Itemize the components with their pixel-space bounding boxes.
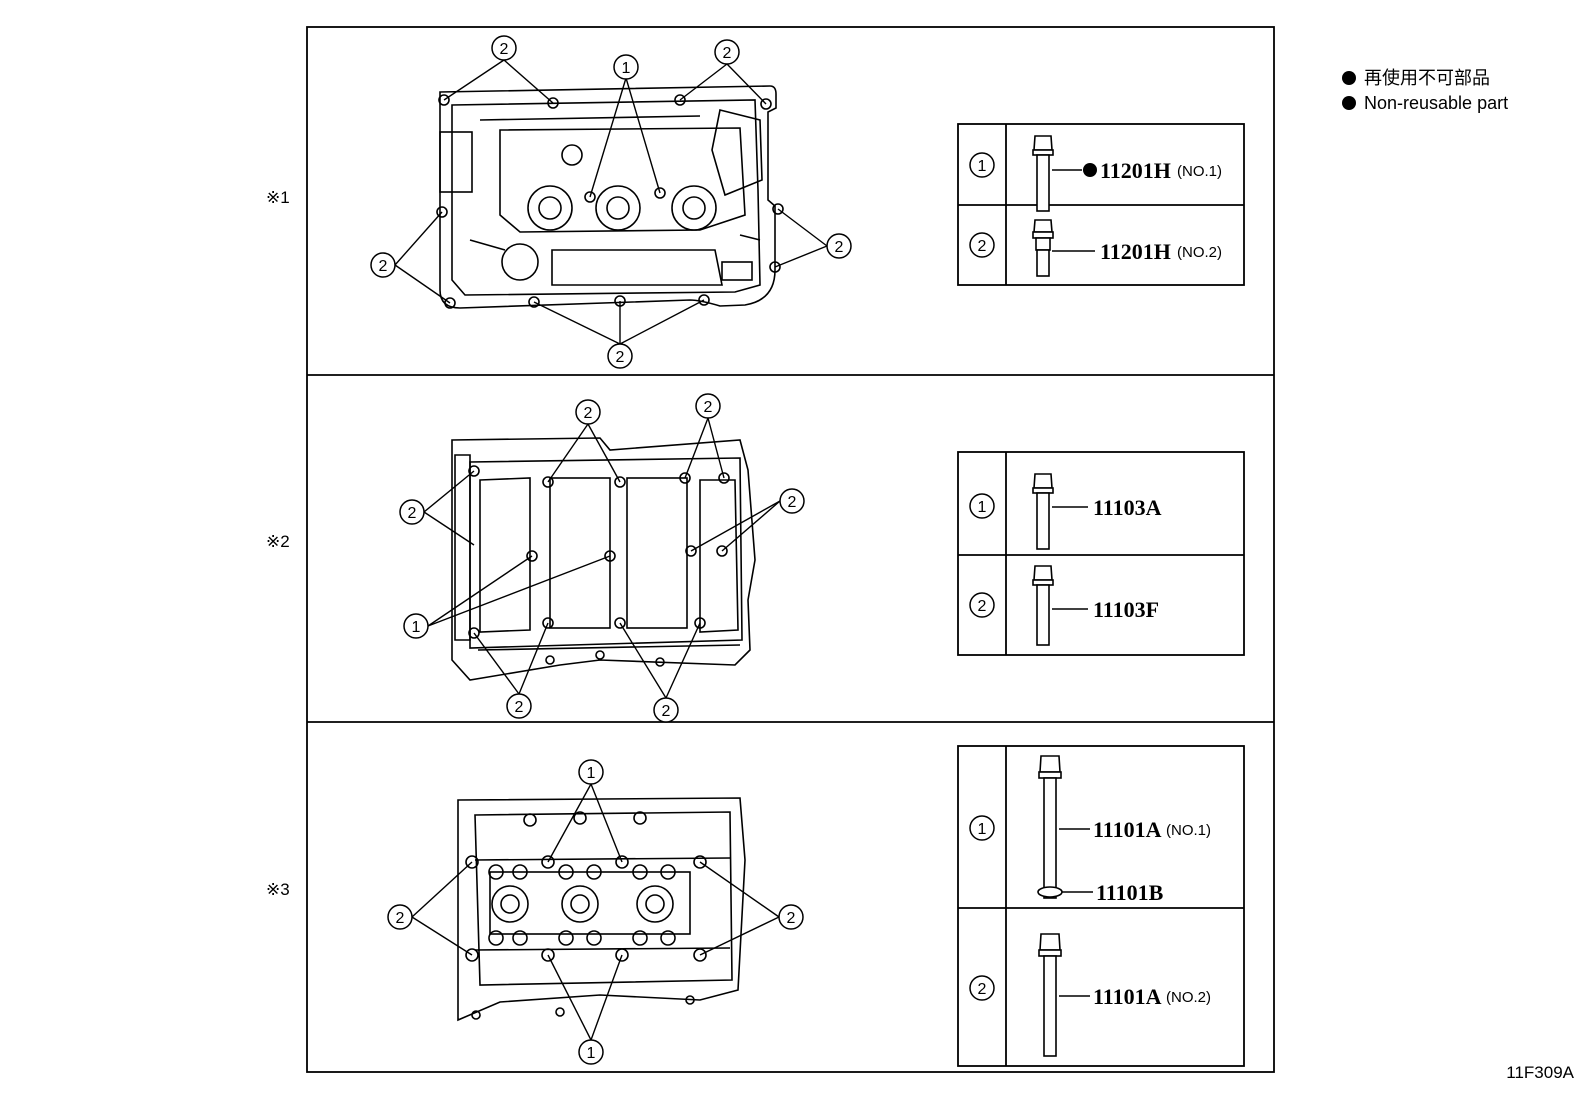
- table-row: 2 11103F: [969, 565, 1159, 646]
- callout-1: 1: [578, 1039, 604, 1065]
- section-mark-3: ※3: [266, 880, 290, 899]
- svg-text:2: 2: [835, 239, 844, 256]
- part-suffix: (NO.1): [1177, 163, 1222, 180]
- svg-text:2: 2: [396, 910, 405, 927]
- washer-part-number: 11101B: [1096, 880, 1164, 905]
- row-callout: 2: [978, 238, 987, 255]
- section-mark-2: ※2: [266, 532, 290, 551]
- callout-2: 2: [714, 39, 740, 65]
- callout-2: 2: [778, 904, 804, 930]
- section-mark-1: ※1: [266, 188, 290, 207]
- table-row: 2 11201H (NO.2): [969, 219, 1222, 277]
- section-3-leaders: [411, 783, 780, 1041]
- callout-2: 2: [399, 499, 425, 525]
- callout-1: 1: [613, 54, 639, 80]
- figure-id: 11F309A: [1506, 1063, 1574, 1082]
- callout-2: 2: [653, 697, 679, 723]
- part-suffix: (NO.2): [1166, 989, 1211, 1006]
- callout-1: 1: [403, 613, 429, 639]
- part-suffix: (NO.2): [1177, 244, 1222, 261]
- filled-dot-icon: [1342, 71, 1356, 85]
- section-3-callouts: 1 2 2 1: [387, 759, 804, 1065]
- non-reusable-dot-icon: [1083, 163, 1097, 177]
- svg-text:1: 1: [412, 619, 421, 636]
- diagram-frame: [306, 26, 1275, 1073]
- callout-2: 2: [387, 904, 413, 930]
- svg-text:2: 2: [723, 45, 732, 62]
- svg-text:2: 2: [788, 494, 797, 511]
- filled-dot-icon: [1342, 96, 1356, 110]
- section-1-callouts: 2 1 2 2 2 2: [370, 35, 852, 369]
- section-2-drawing: [451, 437, 756, 681]
- section-3-parts-table: 1 11101A (NO.1) 11101B 2 11101A (NO.2: [957, 745, 1245, 1067]
- bolt-hole-marks: [465, 855, 707, 1020]
- table-row: 2 11101A (NO.2): [969, 933, 1211, 1057]
- callout-1: 1: [578, 759, 604, 785]
- svg-text:2: 2: [408, 505, 417, 522]
- svg-text:2: 2: [704, 399, 713, 416]
- table-row: 1 11101A (NO.1) 11101B: [969, 755, 1211, 905]
- svg-text:2: 2: [662, 703, 671, 720]
- part-number: 11103A: [1093, 495, 1162, 520]
- part-number: 11201H: [1100, 158, 1171, 183]
- legend-non-reusable-ja: 再使用不可部品: [1342, 66, 1490, 90]
- bolt-icon: [1032, 473, 1054, 550]
- section-2-parts-table: 1 11103A 2 11103F: [957, 451, 1245, 656]
- svg-text:2: 2: [584, 405, 593, 422]
- section-1-parts-table: 1 11201H (NO.1) 2 11201H (NO.2): [957, 123, 1245, 286]
- svg-text:1: 1: [622, 60, 631, 77]
- svg-text:2: 2: [787, 910, 796, 927]
- part-number: 11101A: [1093, 817, 1162, 842]
- row-callout: 1: [978, 158, 987, 175]
- bolt-icon: [1038, 755, 1062, 899]
- row-callout: 1: [978, 499, 987, 516]
- part-number: 11101A: [1093, 984, 1162, 1009]
- row-callout: 2: [978, 981, 987, 998]
- callout-2: 2: [607, 343, 633, 369]
- section-1-drawing: [436, 85, 784, 309]
- part-suffix: (NO.1): [1166, 822, 1211, 839]
- section-3-drawing: [457, 797, 746, 1022]
- bolt-hole-marks: [468, 465, 730, 667]
- callout-2: 2: [826, 233, 852, 259]
- svg-text:2: 2: [616, 349, 625, 366]
- callout-2: 2: [506, 693, 532, 719]
- row-callout: 1: [978, 821, 987, 838]
- section-2-callouts: 2 2 2 2 1 2 2: [399, 393, 805, 723]
- bolt-icon: [1032, 135, 1054, 212]
- section-1-leaders: [394, 59, 828, 345]
- callout-2: 2: [370, 252, 396, 278]
- washer-icon: [1037, 886, 1063, 898]
- bolt-icon: [1032, 565, 1054, 646]
- callout-2: 2: [575, 399, 601, 425]
- svg-text:2: 2: [500, 41, 509, 58]
- svg-text:1: 1: [587, 765, 596, 782]
- bolt-icon: [1038, 933, 1062, 1057]
- table-row: 1 11103A: [969, 473, 1162, 550]
- callout-2: 2: [695, 393, 721, 419]
- part-number: 11103F: [1093, 597, 1159, 622]
- svg-text:1: 1: [587, 1045, 596, 1062]
- bolt-icon: [1032, 219, 1054, 277]
- section-2-leaders: [423, 417, 781, 699]
- bolt-hole-marks: [436, 94, 784, 309]
- part-number: 11201H: [1100, 239, 1171, 264]
- legend-non-reusable-en: Non-reusable part: [1342, 91, 1508, 115]
- table-row: 1 11201H (NO.1): [969, 135, 1222, 212]
- row-callout: 2: [978, 598, 987, 615]
- svg-text:2: 2: [379, 258, 388, 275]
- callout-2: 2: [779, 488, 805, 514]
- callout-2: 2: [491, 35, 517, 61]
- svg-text:2: 2: [515, 699, 524, 716]
